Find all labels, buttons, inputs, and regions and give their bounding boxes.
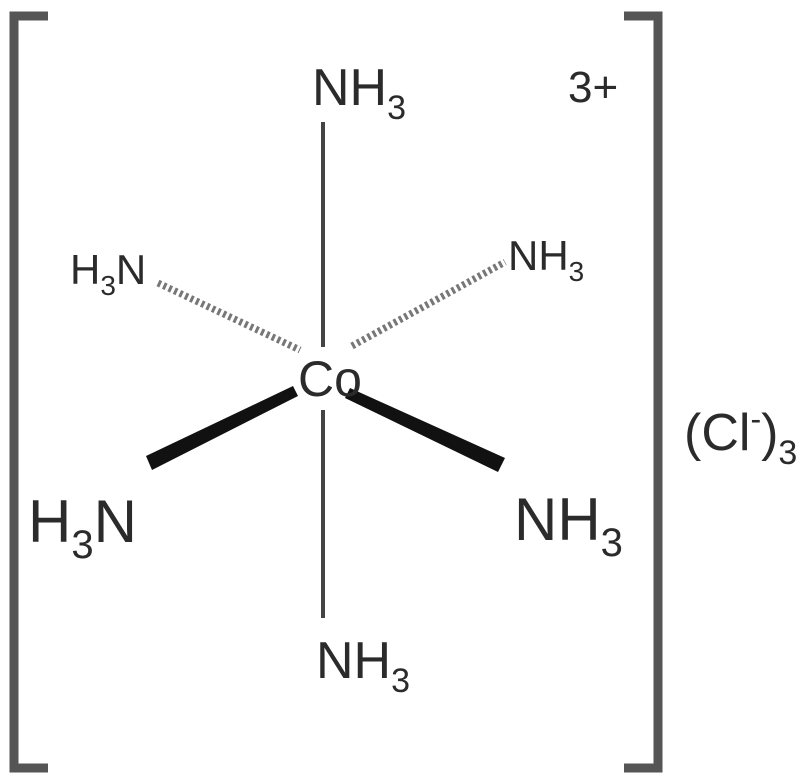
ligand-back-right: NH3 (508, 232, 584, 287)
right-bracket (624, 11, 663, 773)
metal-center-label: Co (298, 351, 362, 407)
ligand-top-label: NH3 (312, 59, 406, 127)
bond-back-left (156, 279, 302, 354)
bond-back-right (350, 258, 507, 350)
ligand-back-left: H3N (70, 246, 146, 301)
ligand-top: NH3 (312, 59, 406, 127)
ligand-bottom-label: NH3 (316, 632, 410, 700)
ligand-back-left-label: H3N (70, 246, 146, 301)
ligand-front-left-label: H3N (28, 488, 137, 567)
ligand-front-left: H3N (28, 488, 137, 567)
ligand-front-right-label: NH3 (514, 486, 623, 565)
complex-charge-label: 3+ (568, 63, 618, 112)
ligand-back-right-label: NH3 (508, 232, 584, 287)
bond-front-left (146, 386, 298, 470)
counterion: (Cl-)3 (684, 401, 797, 472)
ligand-front-right: NH3 (514, 486, 623, 565)
left-bracket (9, 11, 48, 773)
counterion-label: (Cl-)3 (684, 401, 797, 472)
ligand-bottom: NH3 (316, 632, 410, 700)
bond-front-right (345, 388, 505, 472)
